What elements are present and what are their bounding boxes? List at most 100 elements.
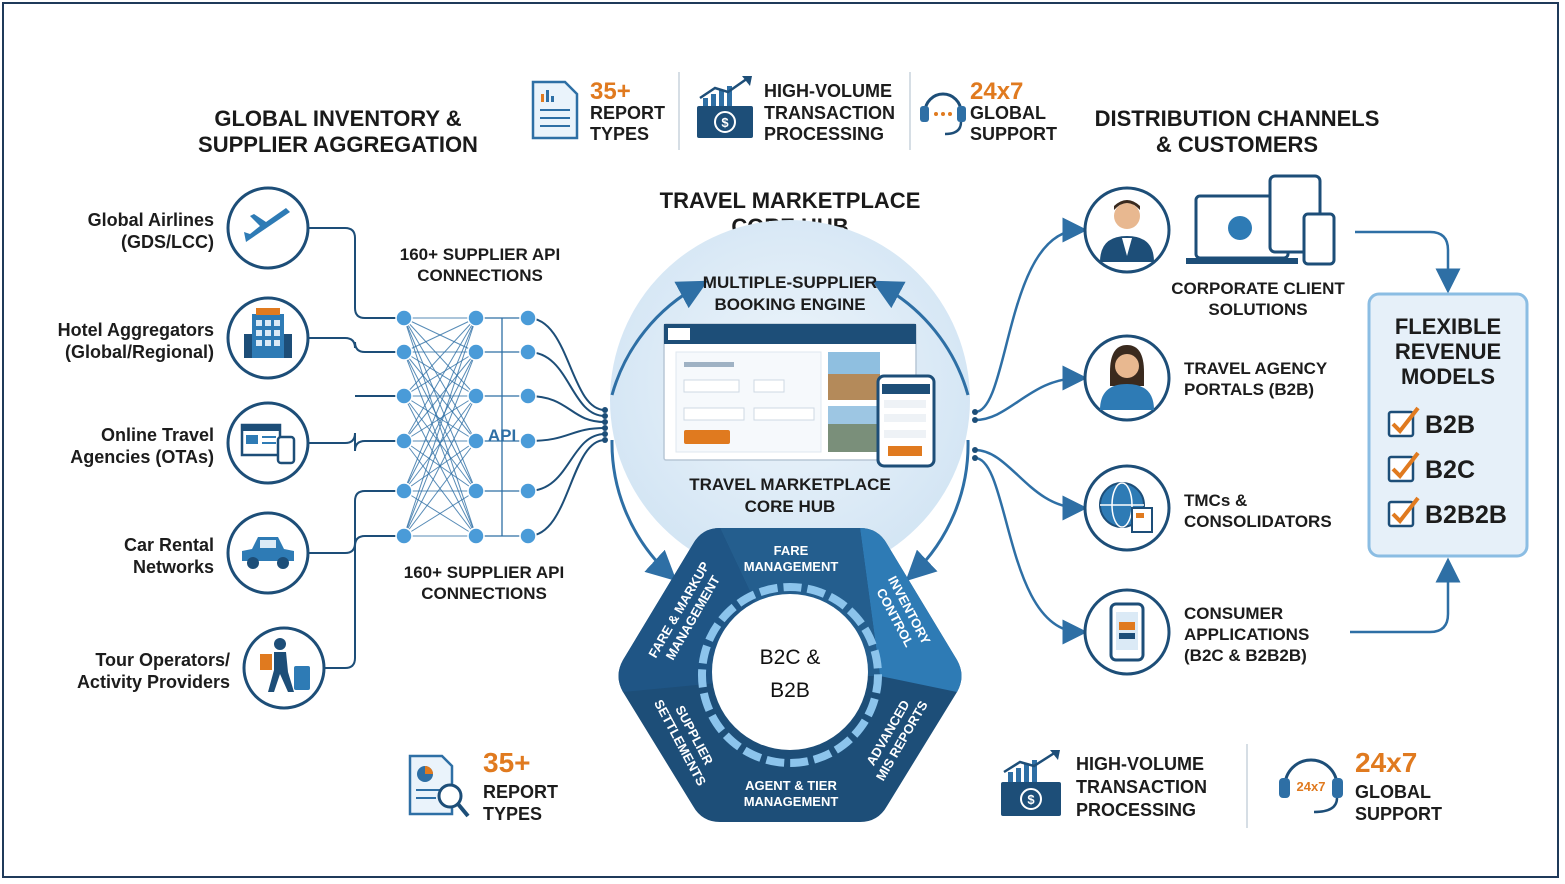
browser-icon xyxy=(240,423,296,465)
channel-businessman xyxy=(1083,186,1171,274)
mesh-node xyxy=(519,309,537,327)
bottom-volume-line1: HIGH-VOLUME xyxy=(1076,754,1204,774)
supplier-item: Global Airlines(GDS/LCC) xyxy=(88,186,310,270)
phone-app-icon xyxy=(1083,588,1171,676)
channel2-line2: PORTALS (B2B) xyxy=(1184,380,1314,399)
supplier-label-line1: Online Travel xyxy=(101,425,214,445)
channel4-line2: APPLICATIONS xyxy=(1184,625,1309,644)
revenue-model-label: B2C xyxy=(1425,456,1475,484)
revenue-line1: FLEXIBLE xyxy=(1395,314,1501,339)
revenue-line2: REVENUE xyxy=(1395,339,1501,364)
airplane-icon xyxy=(244,208,290,242)
report-magnifier-icon xyxy=(408,754,470,818)
supplier-item: Tour Operators/Activity Providers xyxy=(77,626,326,710)
mesh-node xyxy=(395,527,413,545)
checkbox-checked-icon xyxy=(1387,451,1420,483)
mesh-node xyxy=(519,387,537,405)
money-growth-icon: $ xyxy=(697,76,753,138)
engine-line2: BOOKING ENGINE xyxy=(714,295,865,314)
channel3-line1: TMCs & xyxy=(1184,491,1247,510)
channel-devices-icon xyxy=(1186,174,1336,266)
mesh-node xyxy=(395,432,413,450)
channel1-line2: SOLUTIONS xyxy=(1208,300,1307,319)
revenue-model-item: B2C xyxy=(1387,451,1475,484)
wheel-center-line1: B2C & xyxy=(760,646,821,669)
api-top-line1: 160+ SUPPLIER API xyxy=(400,245,560,264)
mesh-node xyxy=(519,527,537,545)
supplier-label-line2: Activity Providers xyxy=(77,672,230,692)
mesh-node xyxy=(467,309,485,327)
headset-icon-bottom: 24x7 xyxy=(1279,758,1343,814)
distribution-connectors xyxy=(974,217,1461,645)
channel2-line1: TRAVEL AGENCY xyxy=(1184,359,1328,378)
api-bottom-line1: 160+ SUPPLIER API xyxy=(404,563,564,582)
checkbox-checked-icon xyxy=(1387,496,1420,528)
mesh-node xyxy=(519,432,537,450)
mesh-node xyxy=(395,309,413,327)
channel1-line1: CORPORATE CLIENT xyxy=(1171,279,1345,298)
mesh-node xyxy=(467,527,485,545)
top-volume-line2: TRANSACTION xyxy=(764,103,895,123)
mesh-node xyxy=(519,343,537,361)
mesh-node xyxy=(467,482,485,500)
segment-agent-line2: MANAGEMENT xyxy=(744,794,839,809)
hotel-icon xyxy=(244,308,292,358)
supplier-label-line1: Tour Operators/ xyxy=(95,650,230,670)
bottom-volume-line2: TRANSACTION xyxy=(1076,777,1207,797)
left-title-line2: SUPPLIER AGGREGATION xyxy=(198,132,478,157)
revenue-model-item: B2B2B xyxy=(1387,496,1507,529)
channel3-line2: CONSOLIDATORS xyxy=(1184,512,1332,531)
right-title-line1: DISTRIBUTION CHANNELS xyxy=(1095,106,1380,131)
svg-text:$: $ xyxy=(1027,792,1035,807)
supplier-label-line1: Hotel Aggregators xyxy=(58,320,214,340)
top-support-line1: GLOBAL xyxy=(970,103,1046,123)
revenue-model-label: B2B xyxy=(1425,411,1475,439)
mesh-node xyxy=(467,387,485,405)
revenue-models-box: FLEXIBLE REVENUE MODELS B2B B2C B2B2B xyxy=(1367,292,1529,558)
mesh-node xyxy=(467,343,485,361)
bottom-volume-line3: PROCESSING xyxy=(1076,800,1196,820)
bottom-report-number: 35+ xyxy=(483,747,531,778)
checkbox-checked-icon xyxy=(1387,406,1420,438)
module-wheel: B2C & B2B FARE MANAGEMENT INVENTORY CONT… xyxy=(618,528,962,822)
right-title-line2: & CUSTOMERS xyxy=(1156,132,1318,157)
hub-inner-line1: TRAVEL MARKETPLACE xyxy=(689,475,891,494)
segment-fare-line2: MANAGEMENT xyxy=(744,559,839,574)
top-report-line2: TYPES xyxy=(590,124,649,144)
supplier-list: Global Airlines(GDS/LCC) Hotel Aggregator… xyxy=(58,186,326,710)
segment-fare-line1: FARE xyxy=(774,543,809,558)
top-report-number: 35+ xyxy=(590,78,631,105)
mesh-node xyxy=(395,343,413,361)
bottom-support-number: 24x7 xyxy=(1355,747,1417,778)
hub-inner-line2: CORE HUB xyxy=(745,497,836,516)
headset-text: 24x7 xyxy=(1297,779,1326,794)
supplier-label-line1: Global Airlines xyxy=(88,210,214,230)
top-volume-line1: HIGH-VOLUME xyxy=(764,81,892,101)
bottom-report-line2: TYPES xyxy=(483,804,542,824)
headset-icon xyxy=(920,92,966,136)
mesh-node xyxy=(467,432,485,450)
revenue-line3: MODELS xyxy=(1401,364,1495,389)
bottom-stats: 35+ REPORT TYPES $ HIGH-VOLUME TRANSACTI… xyxy=(408,744,1442,828)
bottom-report-line1: REPORT xyxy=(483,782,558,802)
channel4-line1: CONSUMER xyxy=(1184,604,1283,623)
supplier-label-line2: Networks xyxy=(133,557,214,577)
top-report-line1: REPORT xyxy=(590,103,665,123)
engine-line1: MULTIPLE-SUPPLIER xyxy=(703,273,877,292)
supplier-label-line2: (Global/Regional) xyxy=(65,342,214,362)
bottom-support-line2: SUPPORT xyxy=(1355,804,1442,824)
hub-title-line1: TRAVEL MARKETPLACE xyxy=(660,188,921,213)
wheel-center-line2: B2B xyxy=(770,679,810,702)
supplier-label-line2: Agencies (OTAs) xyxy=(70,447,214,467)
money-growth-icon-bottom: $ xyxy=(1001,750,1061,816)
report-document-icon xyxy=(531,80,579,140)
api-label: API xyxy=(488,426,516,445)
booking-engine-screenshot xyxy=(663,323,936,468)
api-mesh-network xyxy=(308,227,608,669)
bottom-support-line1: GLOBAL xyxy=(1355,782,1431,802)
supplier-label-line1: Car Rental xyxy=(124,535,214,555)
